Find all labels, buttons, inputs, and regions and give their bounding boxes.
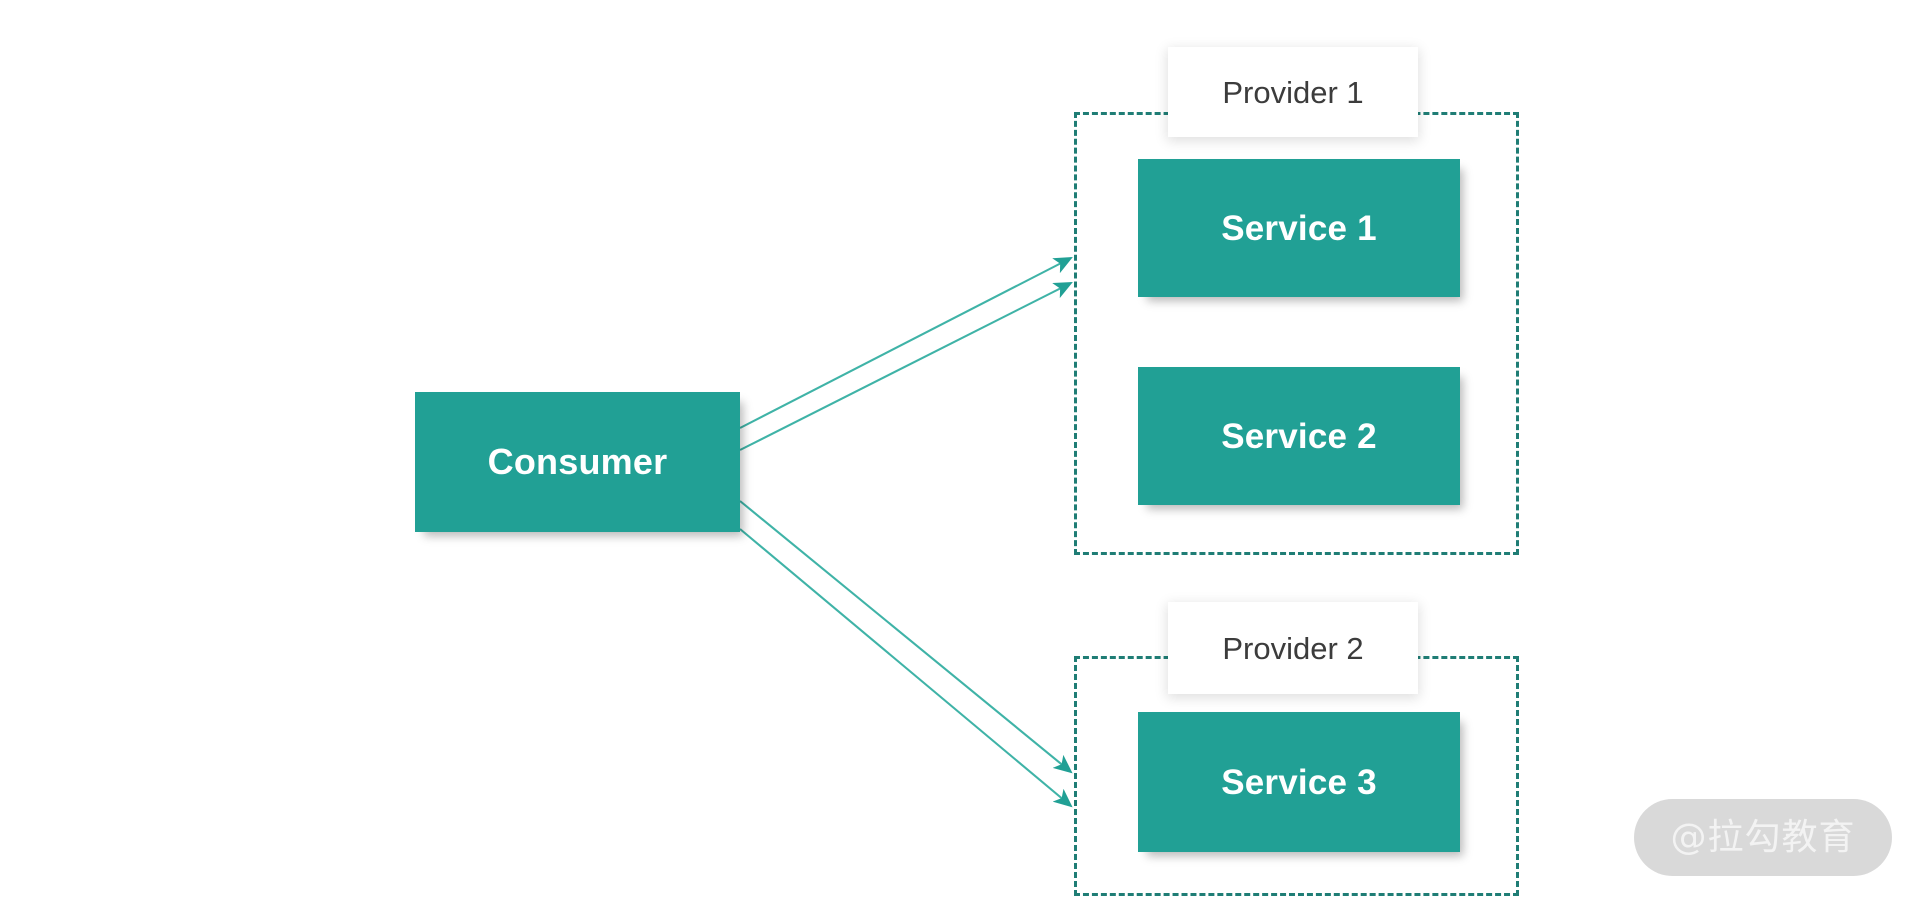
- node-service-1[interactable]: Service 1: [1138, 159, 1460, 297]
- provider-1-group-label-text: Provider 1: [1222, 74, 1364, 110]
- connector-consumer-to-service-1-b: [739, 282, 1073, 451]
- connector-consumer-to-service-1-a: [739, 257, 1073, 429]
- watermark-badge: @拉勾教育: [1634, 799, 1892, 876]
- node-service-1-label: Service 1: [1221, 208, 1377, 248]
- provider-2-group-label-text: Provider 2: [1222, 630, 1364, 666]
- node-consumer[interactable]: Consumer: [415, 392, 740, 532]
- watermark-text: @拉勾教育: [1670, 816, 1856, 858]
- node-service-2[interactable]: Service 2: [1138, 367, 1460, 505]
- node-service-2-label: Service 2: [1221, 416, 1377, 456]
- provider-1-group-label: Provider 1: [1168, 47, 1418, 137]
- node-consumer-label: Consumer: [487, 441, 668, 482]
- provider-2-group-label: Provider 2: [1168, 602, 1418, 694]
- node-service-3[interactable]: Service 3: [1138, 712, 1460, 852]
- connector-consumer-to-service-3-a: [739, 500, 1073, 774]
- node-service-3-label: Service 3: [1221, 762, 1377, 802]
- connector-consumer-to-service-3-b: [739, 528, 1073, 808]
